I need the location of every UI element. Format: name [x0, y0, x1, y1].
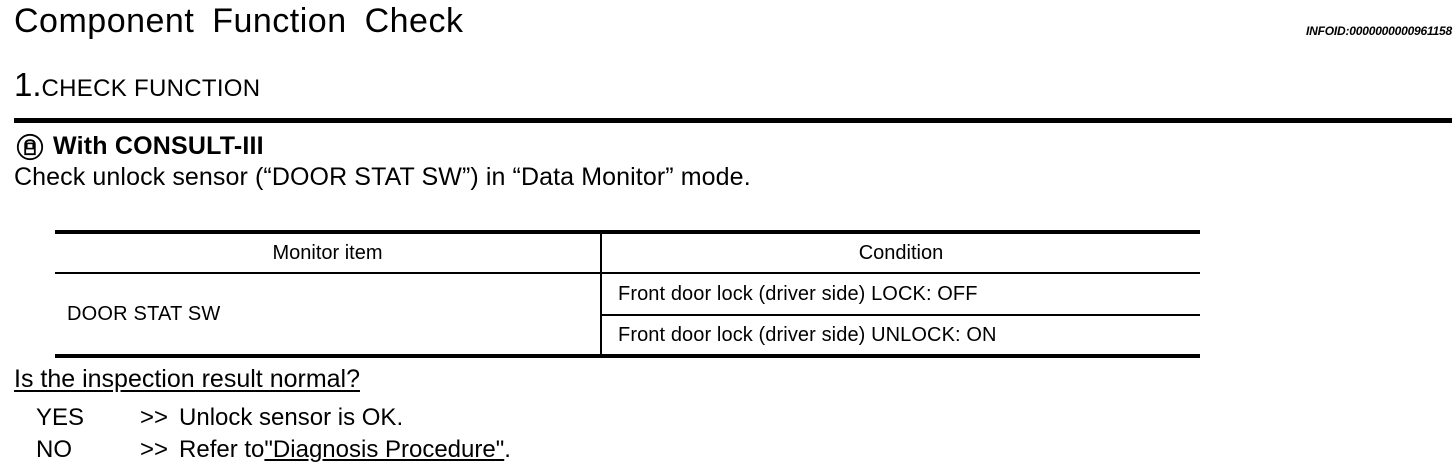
- infoid-label: INFOID:0000000000961158: [1306, 24, 1452, 38]
- consult-tester-icon: [16, 133, 44, 161]
- branch-yes-text: Unlock sensor is OK.: [179, 404, 404, 431]
- table-header-condition: Condition: [600, 234, 1200, 272]
- table-header-border: [55, 272, 1200, 274]
- table-bottom-border: [55, 354, 1200, 358]
- consult-label: With CONSULT-III: [53, 132, 264, 160]
- result-question: Is the inspection result normal?: [14, 365, 361, 393]
- cell-condition-group: Front door lock (driver side) LOCK: OFF …: [600, 274, 1200, 354]
- branch-yes-key: YES: [36, 404, 85, 431]
- monitor-item-table: Monitor item Condition DOOR STAT SW Fron…: [55, 230, 1200, 358]
- branch-yes: YES >> Unlock sensor is OK.: [36, 404, 403, 432]
- table-header-monitor-item: Monitor item: [272, 241, 383, 264]
- branch-no-text: Refer to: [179, 436, 265, 463]
- table-header-row: Monitor item Condition: [55, 234, 1200, 272]
- step-heading: 1. CHECK FUNCTION: [14, 68, 260, 101]
- branch-no-key: NO: [36, 436, 72, 463]
- cell-condition-unlock: Front door lock (driver side) UNLOCK: ON: [602, 314, 1200, 354]
- instruction-text: Check unlock sensor (“DOOR STAT SW”) in …: [14, 163, 751, 191]
- cell-condition-lock: Front door lock (driver side) LOCK: OFF: [618, 282, 978, 305]
- consult-heading: With CONSULT-III: [16, 132, 264, 161]
- branch-yes-arrow: >>: [140, 404, 169, 431]
- step-title: CHECK FUNCTION: [41, 75, 261, 102]
- diagnosis-procedure-link[interactable]: "Diagnosis Procedure": [264, 436, 505, 463]
- branch-no: NO >> Refer to "Diagnosis Procedure" .: [36, 436, 511, 464]
- page-title: Component Function Check: [14, 2, 464, 40]
- table-top-border: [55, 230, 1200, 234]
- step-number: 1.: [14, 66, 42, 103]
- table-row: DOOR STAT SW Front door lock (driver sid…: [55, 274, 1200, 354]
- branch-no-text-tail: .: [504, 436, 511, 463]
- section-divider: [14, 118, 1452, 123]
- cell-monitor-item: DOOR STAT SW: [67, 302, 221, 325]
- branch-no-arrow: >>: [140, 436, 169, 463]
